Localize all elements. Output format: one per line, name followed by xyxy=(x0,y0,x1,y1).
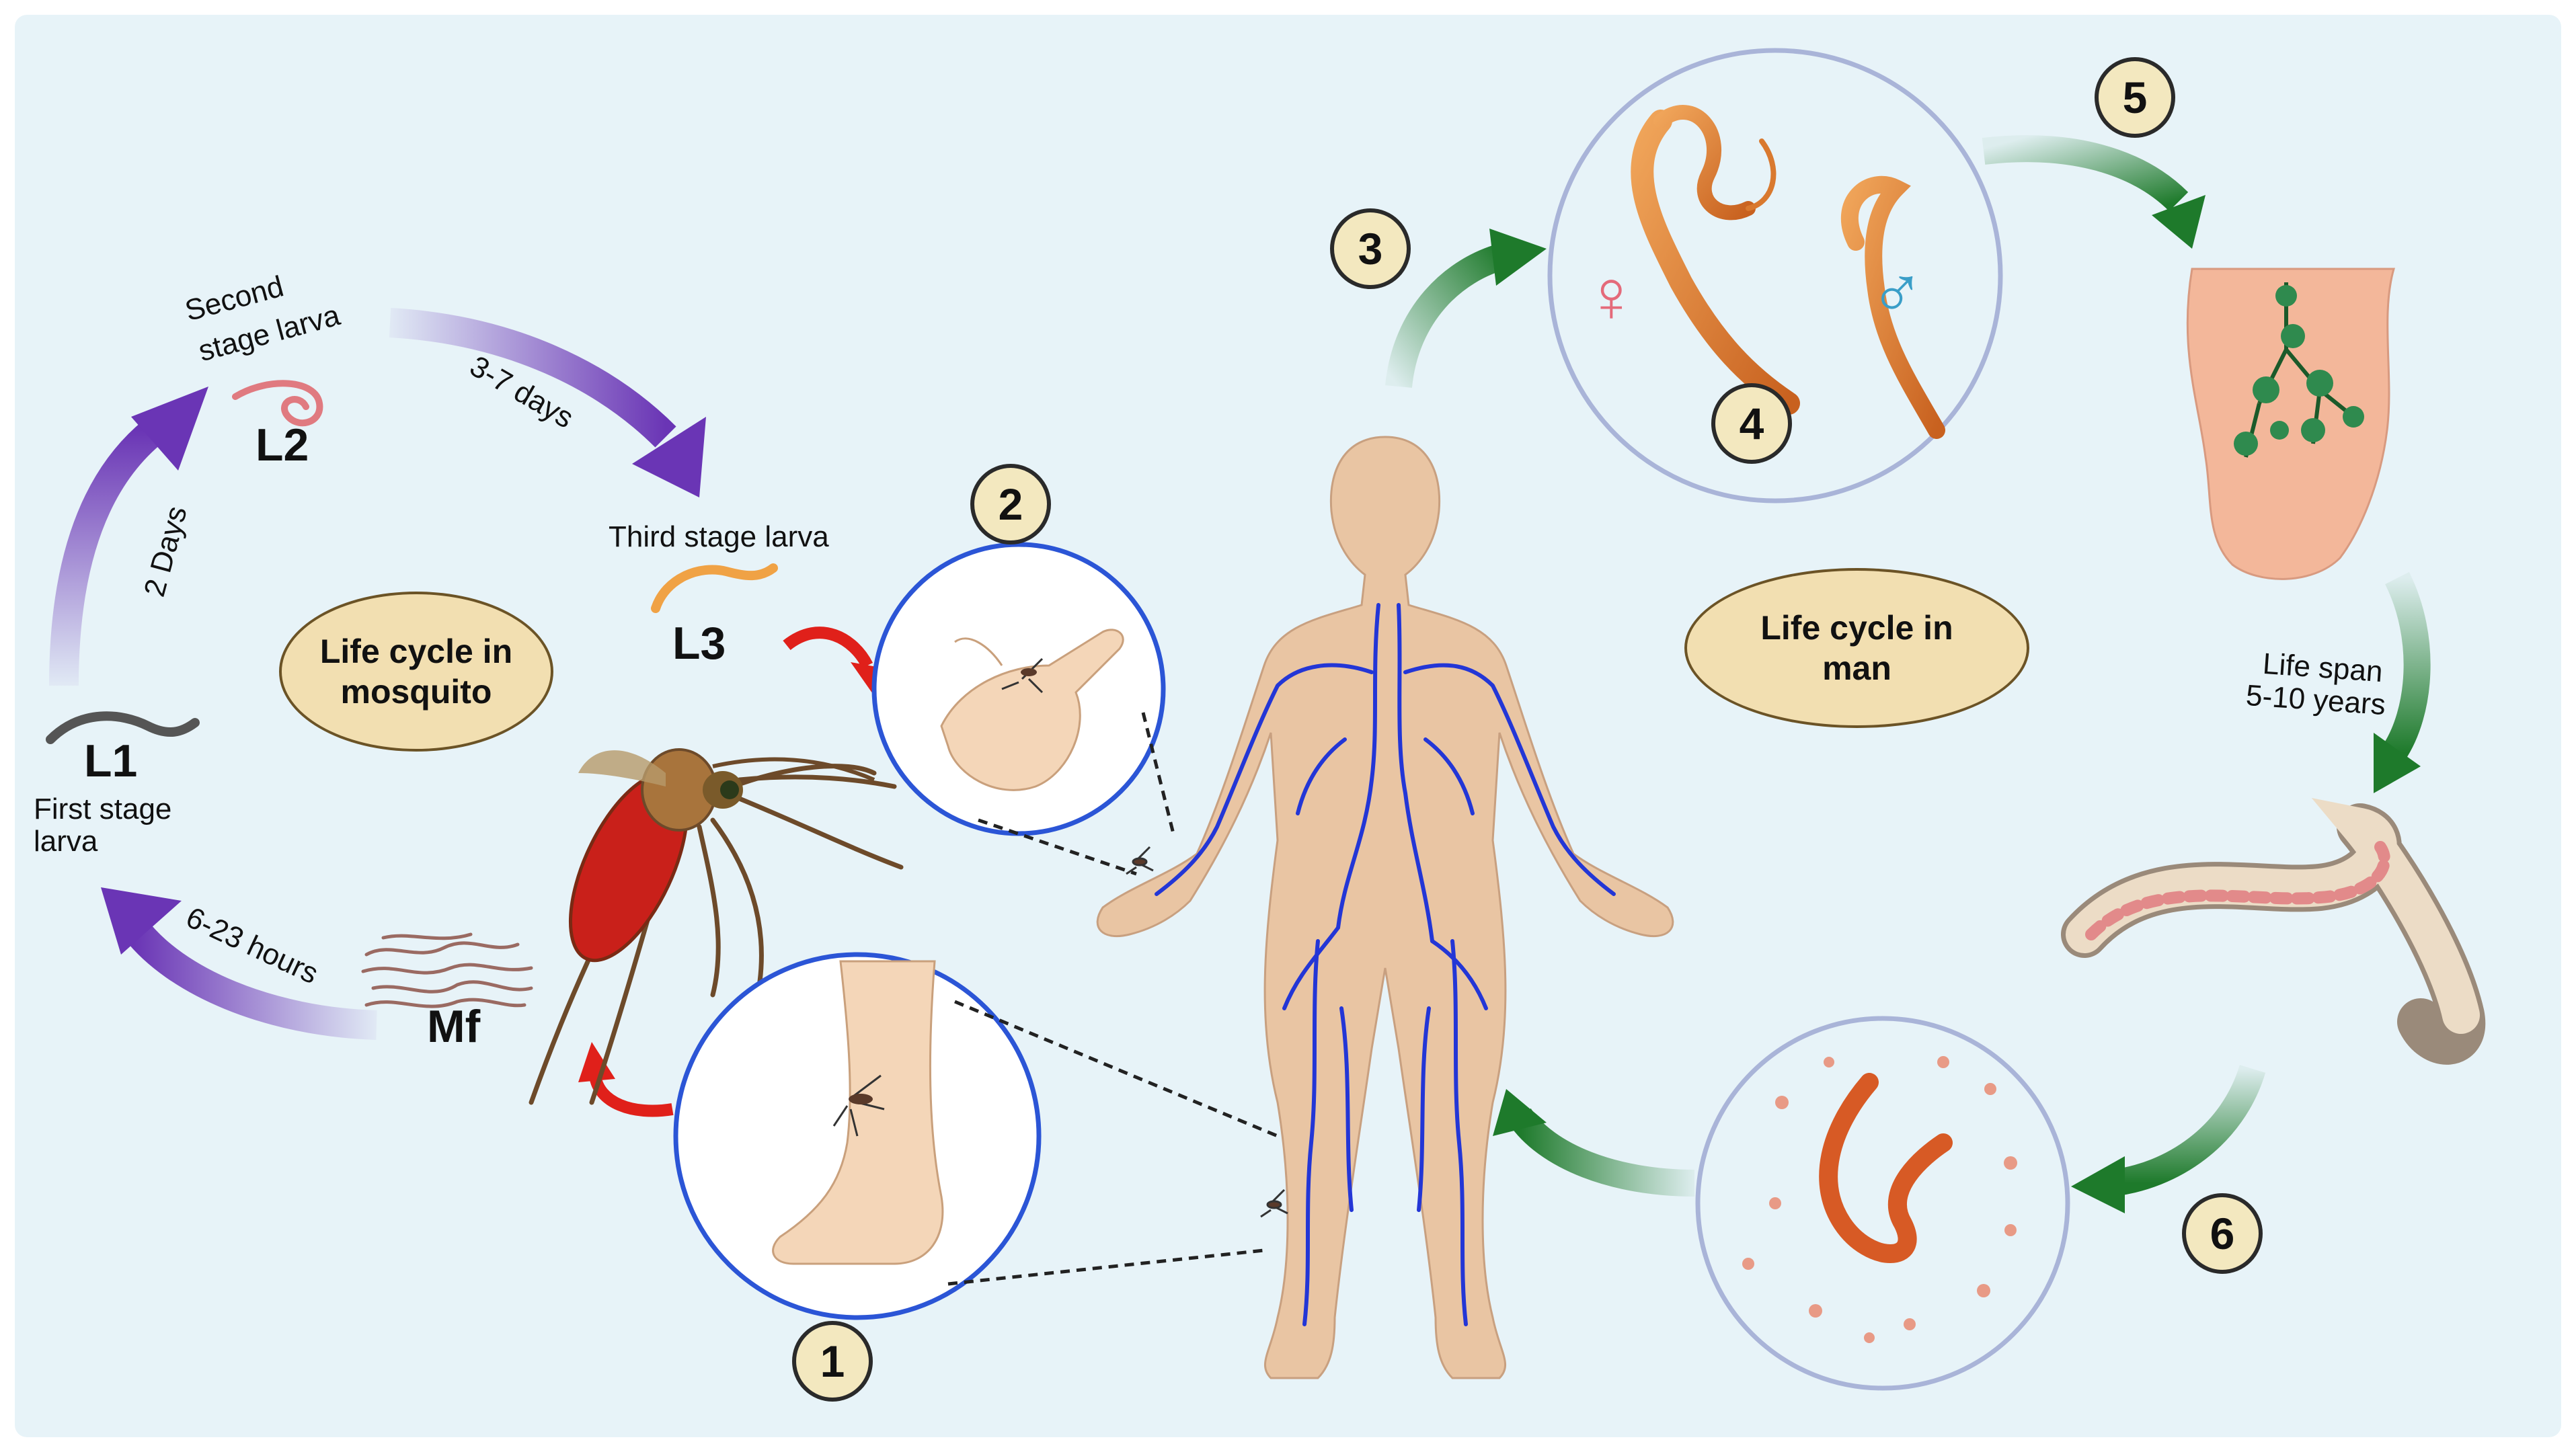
connector-lines xyxy=(947,712,1278,1286)
l1-larva-icon xyxy=(46,711,200,744)
human-body xyxy=(1096,436,1674,1379)
arrow-to-human xyxy=(1493,1089,1695,1197)
adult-worms-circle xyxy=(1547,48,2003,503)
stage-label-l1: L1 xyxy=(84,735,138,787)
first-stage-caption-2: larva xyxy=(34,825,98,858)
first-stage-caption-1: First stage xyxy=(34,793,172,825)
mosquito-illustration xyxy=(529,748,904,1105)
arrow-life-span xyxy=(2374,572,2431,793)
swollen-leg-icon xyxy=(2186,268,2395,580)
step-badge-5: 5 xyxy=(2095,57,2175,138)
mosquito-cycle-label: Life cycle in mosquito xyxy=(279,592,553,752)
step-badge-6: 6 xyxy=(2182,1193,2263,1274)
small-mosquito-hand xyxy=(1126,846,1154,875)
l3-larva-icon xyxy=(651,563,778,613)
small-mosquito-leg xyxy=(1260,1188,1288,1218)
arrow-3 xyxy=(1385,229,1547,389)
mosquito-cycle-text: Life cycle in mosquito xyxy=(319,633,513,711)
hand-bite-circle xyxy=(871,542,1166,836)
l2-larva-icon xyxy=(232,380,323,427)
stage-label-l2: L2 xyxy=(256,419,309,471)
arrow-mf-to-l1 xyxy=(101,887,377,1040)
lymphatic-vessels xyxy=(1155,603,1616,1326)
male-symbol-icon: ♂ xyxy=(1869,251,1925,334)
human-cycle-text: Life cycle in man xyxy=(1760,609,1953,687)
human-cycle-label: Life cycle in man xyxy=(1684,568,2029,728)
step-badge-4: 4 xyxy=(1711,383,1792,464)
arrow-l1-to-l2 xyxy=(49,387,208,686)
arrow-6 xyxy=(2071,1064,2266,1213)
microfilaria-detail-icon xyxy=(2061,797,2486,1065)
leg-bite-circle xyxy=(673,952,1042,1320)
arrow-5 xyxy=(1982,135,2206,249)
arrow-l2-to-l3 xyxy=(389,308,706,497)
microfilariae-blood-circle xyxy=(1695,1016,2070,1391)
step-badge-2: 2 xyxy=(970,464,1051,544)
step-badge-1: 1 xyxy=(792,1321,873,1402)
microfilariae-icon xyxy=(361,932,533,1008)
step-badge-3: 3 xyxy=(1330,208,1411,289)
stage-label-l3: L3 xyxy=(672,618,726,669)
female-symbol-icon: ♀ xyxy=(1584,255,1639,337)
stage-label-mf: Mf xyxy=(427,1001,481,1052)
third-stage-caption: Third stage larva xyxy=(609,520,829,553)
